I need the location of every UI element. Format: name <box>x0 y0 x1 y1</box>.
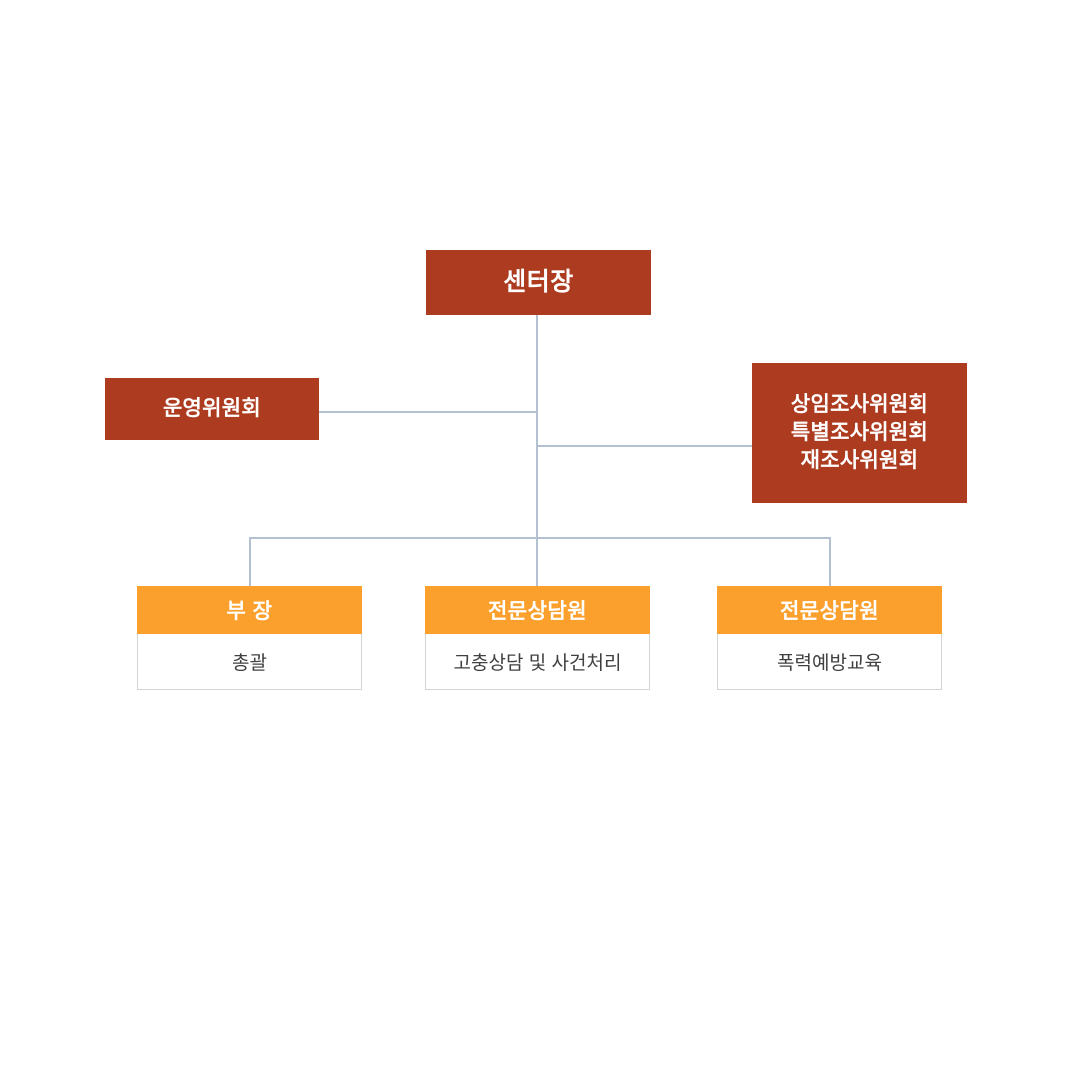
node-investigation-committee-line-2: 특별조사위원회 <box>790 421 929 445</box>
staff-card-counselor-education-title: 전문상담원 <box>717 586 942 634</box>
connector-branch-right <box>536 445 753 447</box>
node-center-director[interactable]: 센터장 <box>426 250 651 315</box>
node-operating-committee[interactable]: 운영위원회 <box>105 378 319 440</box>
connector-branch-left <box>319 411 538 413</box>
node-center-director-label: 센터장 <box>503 268 574 296</box>
connector-drop-staff-3 <box>829 537 831 586</box>
connector-drop-staff-1 <box>249 537 251 586</box>
staff-card-counselor-grievance[interactable]: 전문상담원 고충상담 및 사건처리 <box>425 586 650 690</box>
staff-card-counselor-education-duty: 폭력예방교육 <box>717 634 942 690</box>
staff-card-manager-duty: 총괄 <box>137 634 362 690</box>
node-investigation-committee-line-3: 재조사위원회 <box>800 448 919 472</box>
connector-trunk-upper <box>536 315 538 413</box>
staff-card-counselor-grievance-duty: 고충상담 및 사건처리 <box>425 634 650 690</box>
node-operating-committee-label: 운영위원회 <box>162 397 262 421</box>
staff-card-manager-title: 부 장 <box>137 586 362 634</box>
node-investigation-committees[interactable]: 상임조사위원회 특별조사위원회 재조사위원회 <box>752 363 967 503</box>
connector-staff-bus <box>249 537 831 539</box>
connector-trunk-mid <box>536 411 538 447</box>
staff-card-counselor-education[interactable]: 전문상담원 폭력예방교육 <box>717 586 942 690</box>
staff-card-counselor-grievance-title: 전문상담원 <box>425 586 650 634</box>
staff-card-manager[interactable]: 부 장 총괄 <box>137 586 362 690</box>
connector-drop-staff-2 <box>536 537 538 586</box>
node-investigation-committee-line-1: 상임조사위원회 <box>790 393 929 417</box>
connector-trunk-lower <box>536 445 538 539</box>
